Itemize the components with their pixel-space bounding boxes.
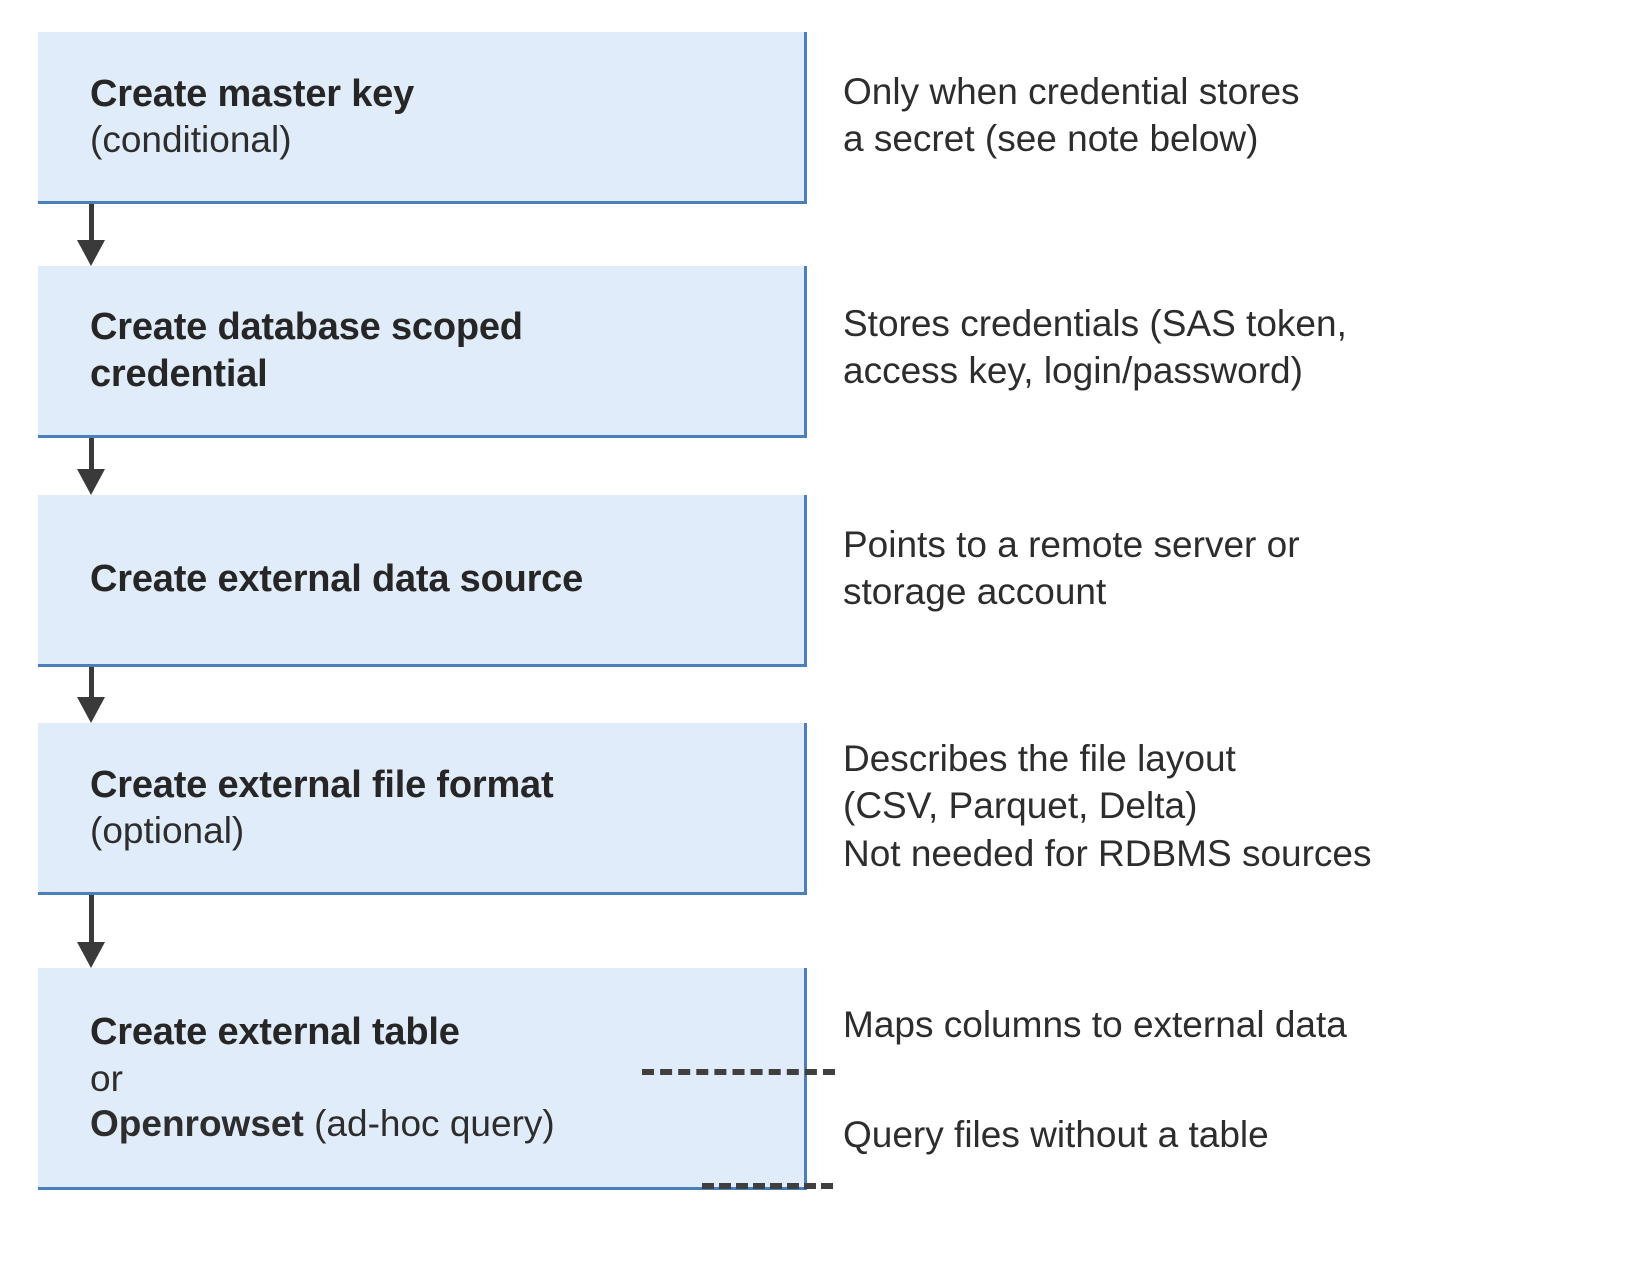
- arrow-shaft: [89, 204, 94, 240]
- note-create-external-data-source: Points to a remote server or storage acc…: [843, 524, 1300, 613]
- step-title-secondary-bold: Openrowset: [90, 1102, 304, 1144]
- step-title: Create external file format: [90, 763, 554, 806]
- arrow-shaft: [89, 895, 94, 942]
- arrow-head: [77, 469, 105, 495]
- step-box-create-database-scoped-credential[interactable]: Create database scoped credential: [38, 266, 807, 438]
- note-openrowset: Query files without a table: [843, 1114, 1269, 1155]
- step-title: Create external data source: [90, 558, 584, 601]
- step-conjunction: or: [90, 1057, 123, 1099]
- step-title-primary: Create external table: [90, 1011, 460, 1054]
- arrow-down-icon-1: [77, 204, 105, 266]
- arrow-head: [77, 240, 105, 266]
- step-box-create-external-table-or-openrowset[interactable]: Create external table or Openrowset (ad-…: [38, 968, 807, 1190]
- step-title: Create master key: [90, 72, 415, 115]
- note-create-database-scoped-credential: Stores credentials (SAS token, access ke…: [843, 303, 1347, 392]
- note-create-external-file-format: Describes the file layout (CSV, Parquet,…: [843, 738, 1372, 874]
- arrow-shaft: [89, 667, 94, 697]
- step-box-create-external-file-format[interactable]: Create external file format (optional): [38, 723, 807, 895]
- arrow-down-icon-2: [77, 438, 105, 495]
- step-title: Create database scoped credential: [90, 306, 523, 395]
- arrow-head: [77, 942, 105, 968]
- note-create-external-table: Maps columns to external data: [843, 1004, 1347, 1045]
- step-box-create-master-key[interactable]: Create master key (conditional): [38, 32, 807, 204]
- step-box-create-external-data-source[interactable]: Create external data source: [38, 495, 807, 667]
- step-subtitle: (conditional): [90, 119, 292, 161]
- step-title-secondary-rest: (ad-hoc query): [303, 1102, 555, 1144]
- arrow-head: [77, 697, 105, 723]
- arrow-down-icon-3: [77, 667, 105, 723]
- arrow-shaft: [89, 438, 94, 469]
- note-create-master-key: Only when credential stores a secret (se…: [843, 71, 1300, 160]
- dashed-connector-1: [642, 1069, 835, 1075]
- step-subtitle: (optional): [90, 810, 245, 852]
- step-title-secondary: Openrowset (ad-hoc query): [90, 1101, 786, 1146]
- dashed-connector-2: [702, 1183, 833, 1189]
- arrow-down-icon-4: [77, 895, 105, 968]
